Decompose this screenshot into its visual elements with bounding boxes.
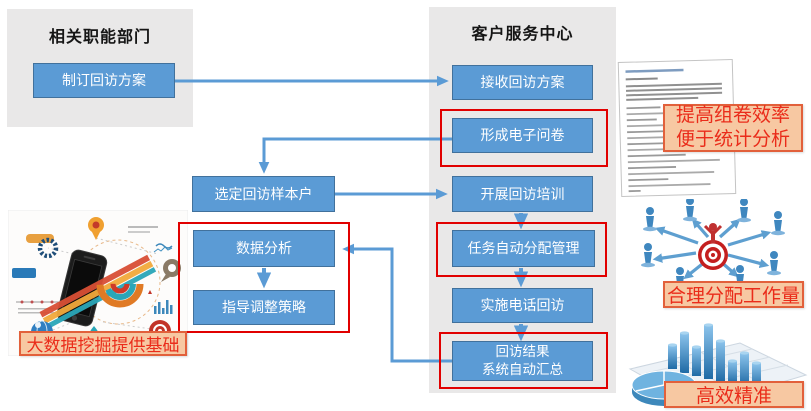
mini-bars-icon bbox=[154, 300, 173, 314]
connector-summary-to-analysis bbox=[342, 243, 452, 363]
annotation-efficiency: 高效精准 bbox=[664, 381, 804, 408]
right-panel-title: 客户服务中心 bbox=[471, 26, 574, 43]
pin-right-icon bbox=[161, 259, 181, 282]
node-training: 开展回访培训 bbox=[452, 176, 593, 212]
annotation-bigdata: 大数据挖掘提供基础 bbox=[19, 331, 187, 356]
node-make-plan: 制订回访方案 bbox=[33, 63, 175, 98]
node-receive-plan: 接收回访方案 bbox=[452, 65, 593, 100]
connector-questionnaire-to-sample bbox=[258, 137, 452, 174]
left-panel-title: 相关职能部门 bbox=[48, 29, 151, 46]
node-form-questionnaire: 形成电子问卷 bbox=[452, 118, 593, 153]
center-person-icon bbox=[703, 223, 723, 243]
annotation-questionnaire-benefit: 提高组卷效率 便于统计分析 bbox=[663, 104, 803, 152]
map-pin-icon bbox=[88, 217, 104, 240]
target-icon bbox=[698, 240, 728, 270]
node-data-analysis: 数据分析 bbox=[193, 230, 335, 267]
node-select-sample: 选定回访样本户 bbox=[192, 176, 335, 212]
node-phone-callback: 实施电话回访 bbox=[452, 288, 593, 323]
task-distribution-network-image bbox=[620, 197, 811, 296]
node-result-summary: 回访结果 系统自动汇总 bbox=[452, 341, 593, 381]
node-guide-strategy: 指导调整策略 bbox=[193, 290, 335, 325]
annotation-workload: 合理分配工作量 bbox=[663, 281, 804, 308]
node-auto-assign: 任务自动分配管理 bbox=[452, 230, 595, 267]
